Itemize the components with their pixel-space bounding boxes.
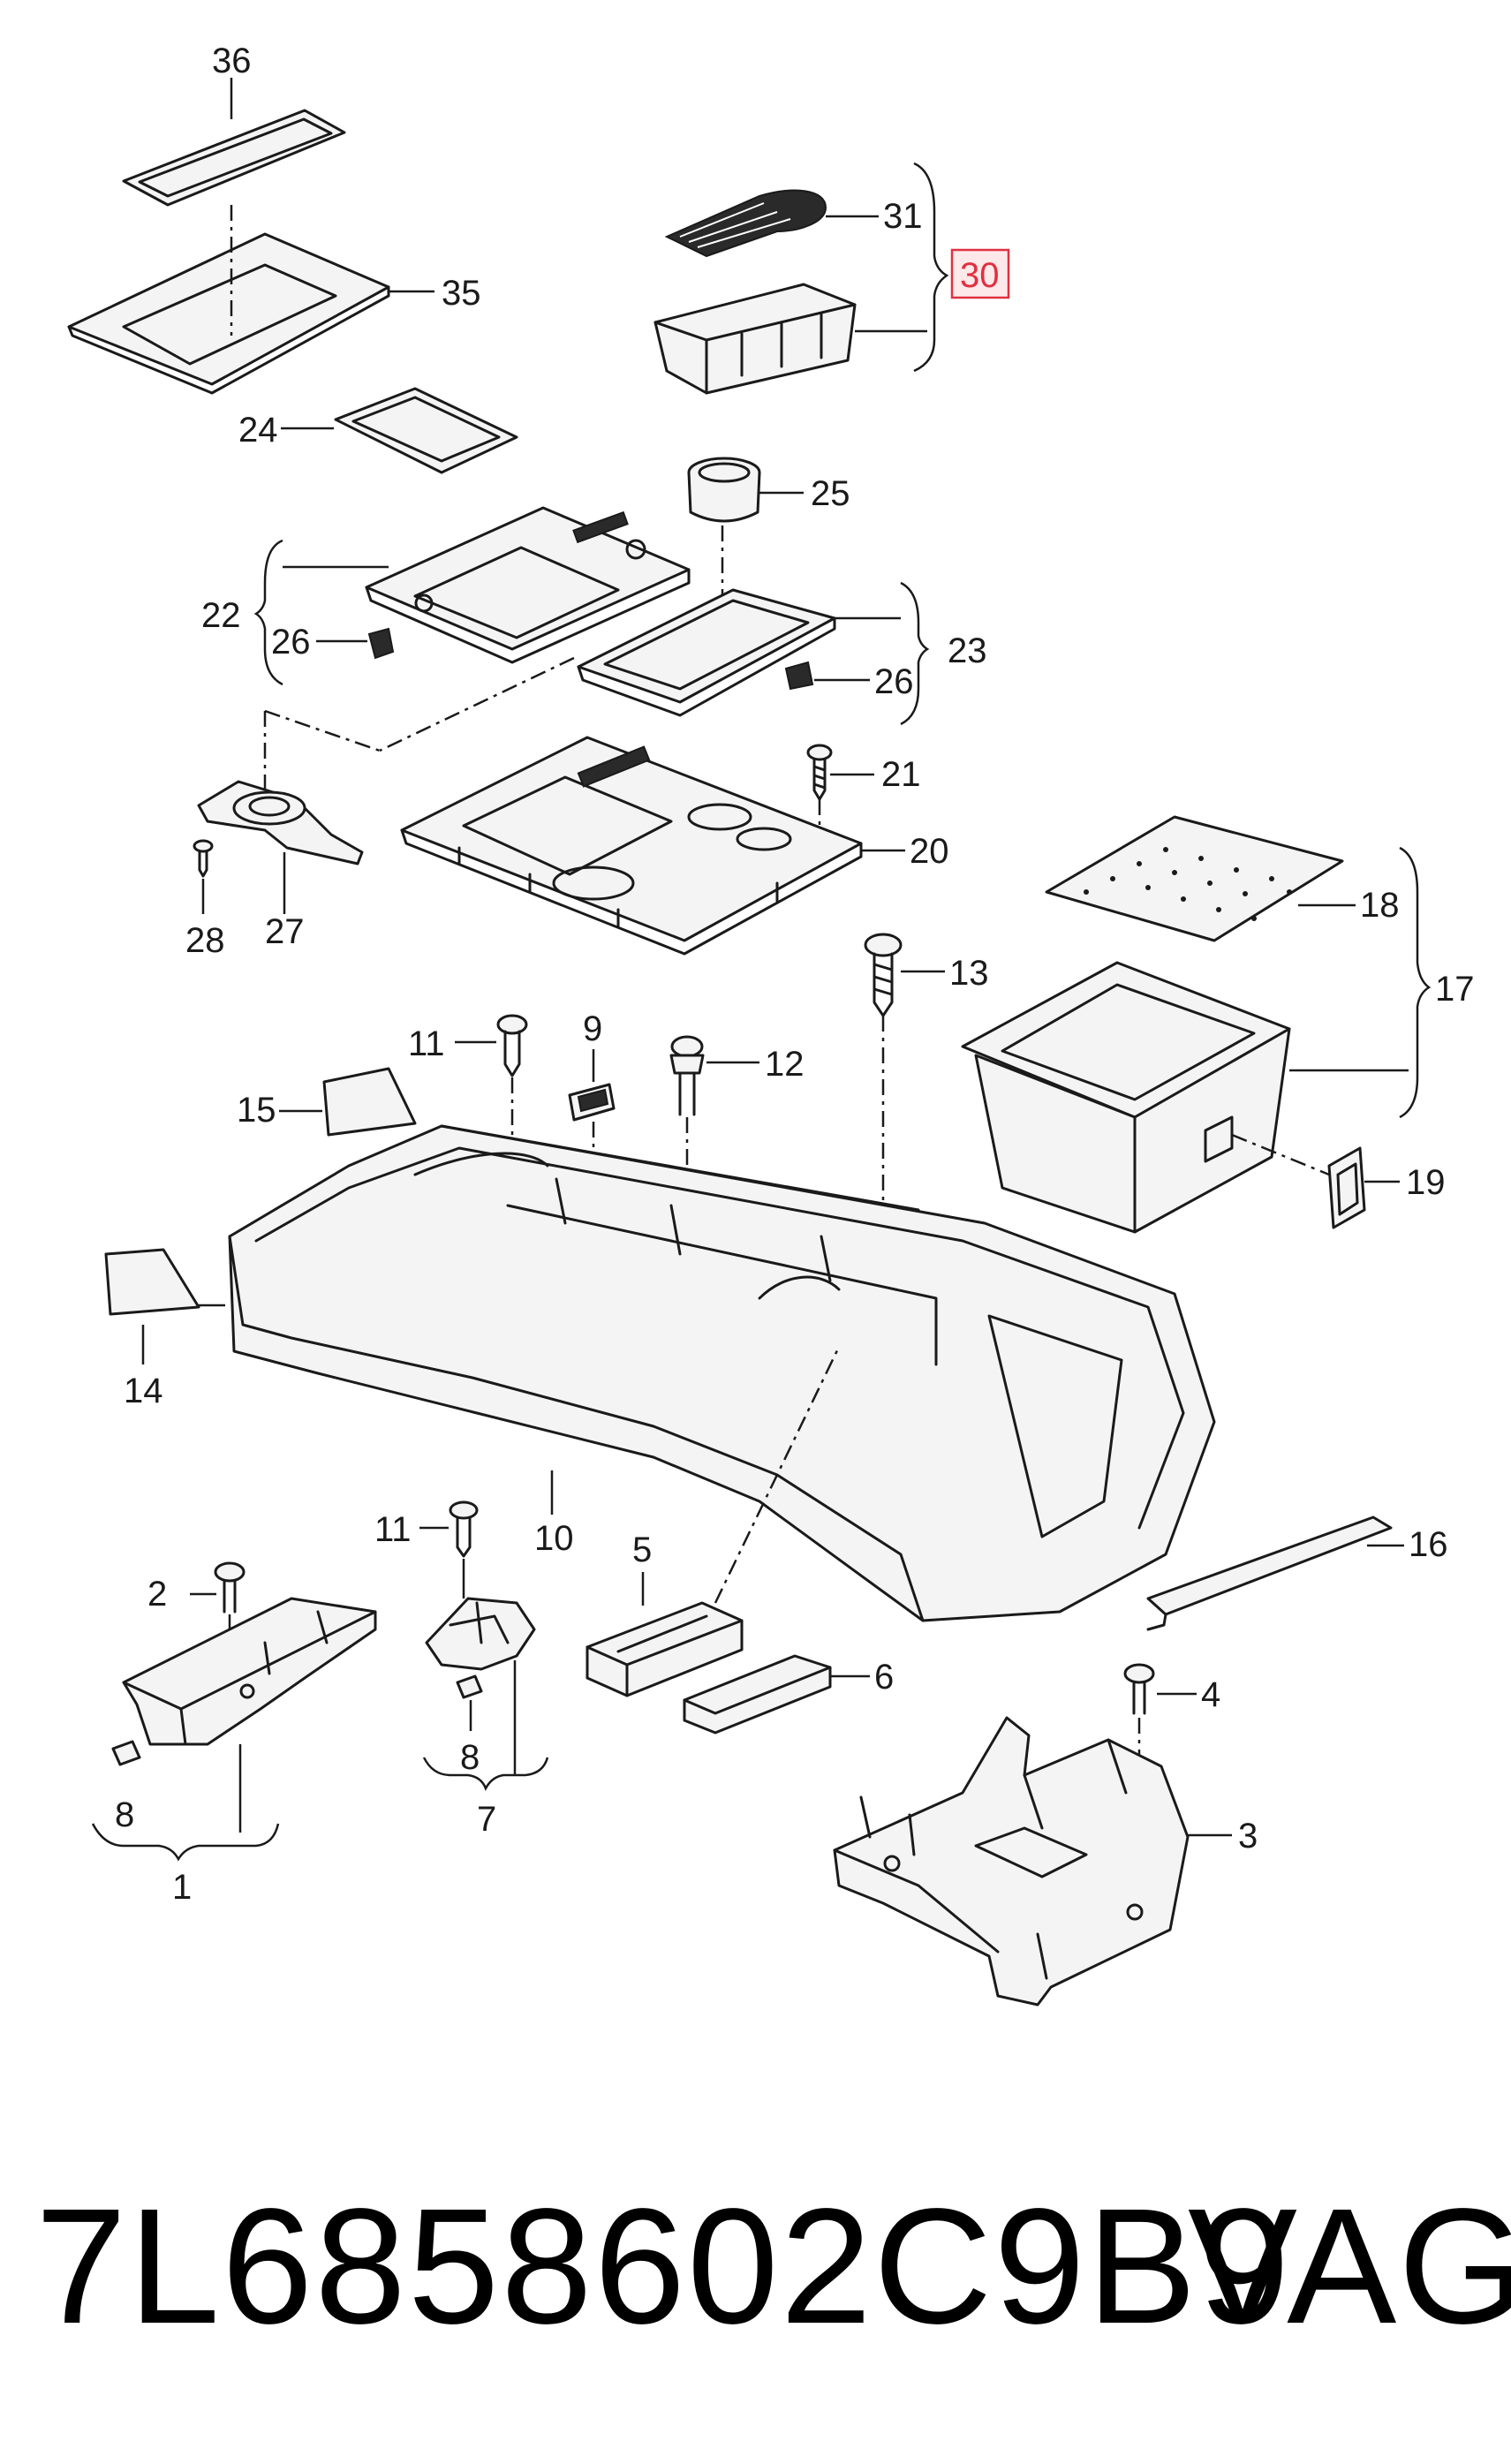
part-8-nut-left (111, 1740, 141, 1766)
callout-3: 3 (1238, 1817, 1258, 1856)
part-24-frame (334, 387, 518, 474)
callout-27: 27 (265, 912, 305, 951)
callout-24: 24 (238, 411, 278, 450)
part-11-screw-top (496, 1014, 528, 1077)
part-20-console-panel (400, 736, 863, 956)
callout-26a: 26 (271, 623, 311, 661)
part-14-end-cap (104, 1248, 200, 1316)
part-1-bracket (122, 1597, 377, 1746)
part-6-insert (683, 1654, 832, 1735)
callout-11a: 11 (408, 1024, 445, 1063)
part-3-support-bracket (833, 1716, 1190, 2007)
part-28-screw (193, 839, 214, 878)
part-19-clip (1327, 1146, 1366, 1229)
callout-20: 20 (910, 832, 949, 871)
part-number: 7L6858602C9B9 (35, 2175, 1292, 2358)
callout-25: 25 (811, 474, 850, 513)
part-12-bolt (669, 1035, 705, 1116)
callout-30-highlight-box (950, 248, 1010, 299)
part-5-vent (586, 1601, 744, 1697)
part-22-top-trim (365, 506, 691, 664)
callout-9: 9 (583, 1009, 602, 1048)
part-36-frame (122, 109, 346, 207)
callout-11b: 11 (374, 1510, 412, 1549)
callout-18: 18 (1360, 886, 1400, 925)
part-31-mat (664, 189, 827, 258)
part-18-mat-dots (1084, 847, 1292, 921)
part-15-cover (322, 1067, 417, 1137)
part-26-clip-right (784, 661, 814, 691)
callout-8a: 8 (115, 1795, 134, 1834)
callout-36: 36 (212, 42, 252, 80)
part-10-center-console (228, 1124, 1216, 1622)
part-17-storage-box (961, 961, 1291, 1234)
callout-28: 28 (185, 921, 225, 960)
callout-15: 15 (237, 1091, 276, 1130)
callout-8b: 8 (460, 1738, 480, 1777)
callout-16: 16 (1409, 1525, 1448, 1564)
callout-35: 35 (442, 274, 481, 313)
part-35-bezel (67, 232, 390, 395)
callout-26b: 26 (874, 662, 914, 701)
callout-23: 23 (948, 631, 987, 670)
footer-caption: 7L6858602C9B9 VAG (0, 2173, 1511, 2358)
part-27-bracket (197, 780, 364, 865)
callout-13: 13 (949, 954, 989, 993)
part-13-screw (864, 933, 903, 1017)
part-8-nut-middle (456, 1674, 483, 1699)
part-9-clip (568, 1083, 616, 1122)
part-4-bolt (1123, 1663, 1155, 1715)
part-16-side-strip (1146, 1515, 1393, 1631)
part-2-bolt (214, 1561, 246, 1614)
part-23-trim-strip (577, 588, 836, 717)
callout-10: 10 (534, 1519, 574, 1558)
callout-14: 14 (124, 1372, 163, 1410)
brand-name: VAG (1188, 2175, 1511, 2358)
part-7-bracket (425, 1597, 536, 1671)
part-26-clip-left (367, 627, 395, 660)
callout-2: 2 (147, 1575, 167, 1614)
callout-30: 30 (960, 256, 1000, 295)
part-11-screw-bottom (449, 1500, 479, 1558)
callout-21: 21 (881, 755, 921, 794)
part-18-mat (1045, 815, 1344, 942)
part-25-cup-ring (687, 457, 761, 523)
part-21-screw (806, 744, 833, 801)
callout-22: 22 (201, 596, 241, 635)
callout-31: 31 (883, 197, 923, 236)
callout-7: 7 (477, 1800, 496, 1839)
callout-4: 4 (1201, 1675, 1220, 1714)
callout-19: 19 (1406, 1163, 1446, 1202)
callout-6: 6 (874, 1658, 894, 1697)
callout-1: 1 (172, 1868, 192, 1907)
callout-5: 5 (632, 1531, 652, 1569)
callout-17: 17 (1435, 970, 1475, 1009)
part-30-cup-insert (654, 283, 857, 395)
callout-12: 12 (765, 1045, 805, 1084)
